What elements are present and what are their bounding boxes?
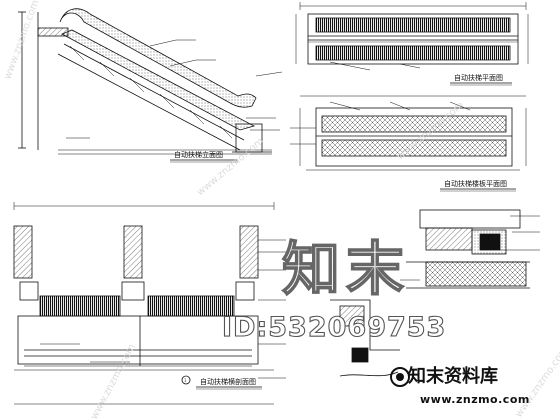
faint-watermark-corner: www.znzmo.com xyxy=(513,345,560,420)
floor-plan-title: 自动扶梯楼板平面图 xyxy=(444,179,507,188)
elevation-title-block: 自动扶梯立面图 xyxy=(170,150,238,163)
section-title-block: 自动扶梯横剖面图 1 xyxy=(184,377,262,390)
escalator-elevation xyxy=(18,8,283,155)
elevation-title: 自动扶梯立面图 xyxy=(174,150,223,159)
plan-title: 自动扶梯平面图 xyxy=(454,73,503,82)
floor-plan-title-block: 自动扶梯楼板平面图 xyxy=(440,179,516,192)
section-marker-number: 1 xyxy=(184,378,187,383)
escalator-plan xyxy=(295,2,529,71)
section-title: 自动扶梯横剖面图 xyxy=(200,377,256,386)
faint-watermark-bottom: www.znzmo.com xyxy=(89,342,138,420)
plan-title-block: 自动扶梯平面图 xyxy=(450,73,512,86)
escalator-cross-section xyxy=(13,202,286,405)
escalator-detail xyxy=(330,209,540,377)
escalator-floor-plan xyxy=(290,95,527,171)
